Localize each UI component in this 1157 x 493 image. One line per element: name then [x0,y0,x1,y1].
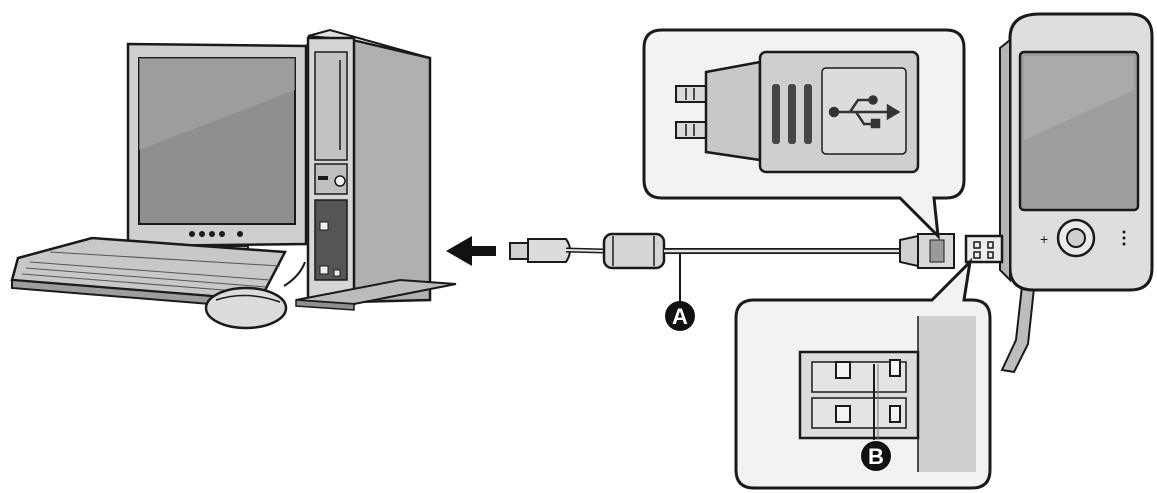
power-button [334,175,346,187]
usb-plug-callout [642,28,966,241]
computer-monitor [126,38,321,257]
terminal-label: B [868,444,884,469]
keyboard [10,236,287,310]
terminal-label-marker: B [861,441,891,471]
camera-usb-terminal [964,234,1004,264]
ferrite-core [602,232,666,270]
terminal-callout [734,257,992,490]
mouse [204,261,306,330]
cable-label-marker: A [665,301,695,331]
drive-bay [314,51,348,161]
usb-cable [509,232,955,304]
arrow-left-icon [446,236,496,266]
cable-label: A [672,304,688,329]
usb-icon [828,95,901,129]
svg-text:+: + [1040,231,1048,247]
monitor-buttons [189,231,243,237]
pc-tower [295,28,457,311]
video-camera: + [964,12,1154,374]
